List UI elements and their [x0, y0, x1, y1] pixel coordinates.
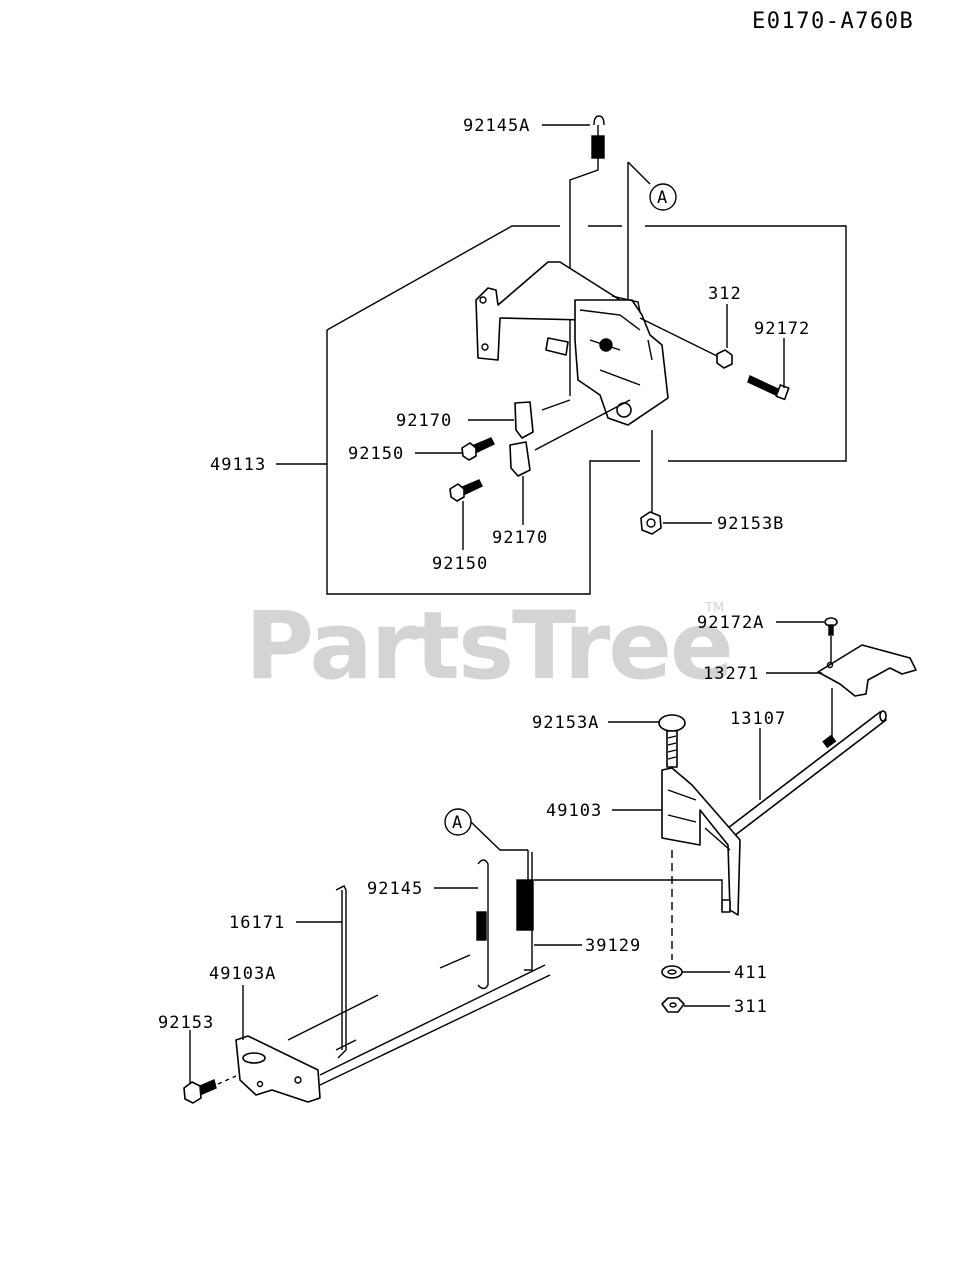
label-92153B[interactable]: 92153B [717, 514, 784, 534]
bracket-49103 [661, 767, 741, 960]
label-92170-top[interactable]: 92170 [396, 411, 452, 431]
part-labels: 92145A 312 92172 92170 49113 92150 92150… [158, 116, 810, 1033]
bolt-92150-low [449, 479, 483, 550]
label-49113[interactable]: 49113 [210, 455, 266, 475]
label-92145A[interactable]: 92145A [463, 116, 530, 136]
label-49103[interactable]: 49103 [546, 801, 602, 821]
callout-a-bottom: A [444, 808, 528, 851]
label-92150-mid[interactable]: 92150 [348, 444, 404, 464]
label-16171[interactable]: 16171 [229, 913, 285, 933]
label-312[interactable]: 312 [708, 284, 742, 304]
bolt-92150-mid [461, 437, 495, 461]
bolt-92153 [183, 1075, 237, 1104]
label-411[interactable]: 411 [734, 963, 768, 983]
callout-a-top-label: A [657, 188, 668, 208]
plate-13271 [817, 644, 917, 740]
label-92153A[interactable]: 92153A [532, 713, 599, 733]
assembly-frame-49113 [326, 225, 847, 595]
label-13107[interactable]: 13107 [730, 709, 786, 729]
diagram-code: E0170-A760B [752, 9, 914, 34]
washer-411 [661, 965, 683, 979]
label-92172[interactable]: 92172 [754, 319, 810, 339]
callout-a-top: A [627, 161, 677, 300]
clip-92170-low [509, 399, 631, 525]
clip-92170-top [514, 399, 571, 439]
callout-a-bottom-label: A [452, 813, 463, 833]
bolt-92172 [747, 338, 790, 401]
shaft-13107 [727, 710, 887, 837]
label-92145[interactable]: 92145 [367, 879, 423, 899]
screw-92172A [824, 617, 838, 668]
spring-39129 [516, 850, 723, 971]
nut-92153B [640, 430, 662, 535]
watermark-brand: PartsTree [245, 592, 732, 701]
bolt-92153A [658, 714, 686, 790]
spring-92145 [476, 859, 489, 990]
leader-lines [189, 124, 824, 1084]
label-49103A[interactable]: 49103A [209, 964, 276, 984]
label-39129[interactable]: 39129 [585, 936, 641, 956]
control-bracket [475, 261, 669, 426]
nut-312 [639, 304, 733, 369]
label-13271[interactable]: 13271 [703, 664, 759, 684]
label-92172A[interactable]: 92172A [697, 613, 764, 633]
watermark-trademark: TM [704, 601, 724, 616]
lever-plate-49103A [235, 954, 551, 1103]
rod-16171 [335, 885, 347, 1059]
label-92153[interactable]: 92153 [158, 1013, 214, 1033]
label-92150-low[interactable]: 92150 [432, 554, 488, 574]
nut-311 [661, 997, 685, 1013]
label-311[interactable]: 311 [734, 997, 768, 1017]
label-92170-low[interactable]: 92170 [492, 528, 548, 548]
